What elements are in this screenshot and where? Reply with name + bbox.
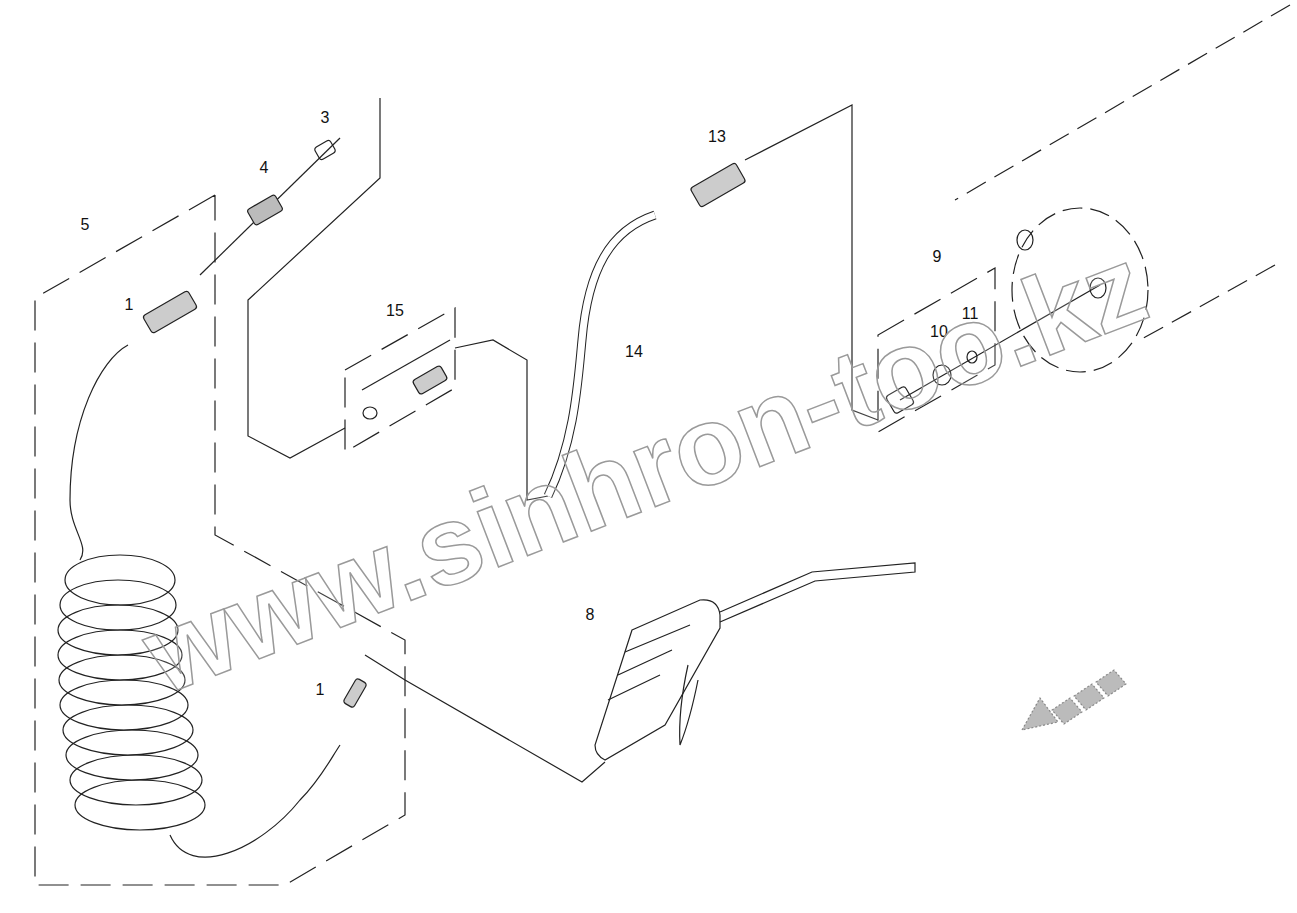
callout-number: 1 <box>125 297 134 313</box>
direction-arrow <box>1022 670 1126 730</box>
callout-number: 3 <box>321 110 330 126</box>
callout-number: 4 <box>260 160 269 176</box>
hole <box>1017 230 1033 250</box>
phantom-line <box>1140 265 1275 340</box>
callout-number: 9 <box>933 249 942 265</box>
leader-line <box>248 98 380 458</box>
callout-number: 14 <box>625 344 643 360</box>
leader-line <box>365 655 605 782</box>
callout-number: 5 <box>81 217 90 233</box>
callout-number: 13 <box>708 129 726 145</box>
callout-number: 15 <box>386 303 404 319</box>
group-bracket <box>345 308 455 452</box>
blow-gun <box>595 563 915 760</box>
phantom-line <box>955 5 1290 200</box>
callout-number: 8 <box>586 607 595 623</box>
callout-number: 1 <box>316 682 325 698</box>
axis-line <box>200 138 340 275</box>
